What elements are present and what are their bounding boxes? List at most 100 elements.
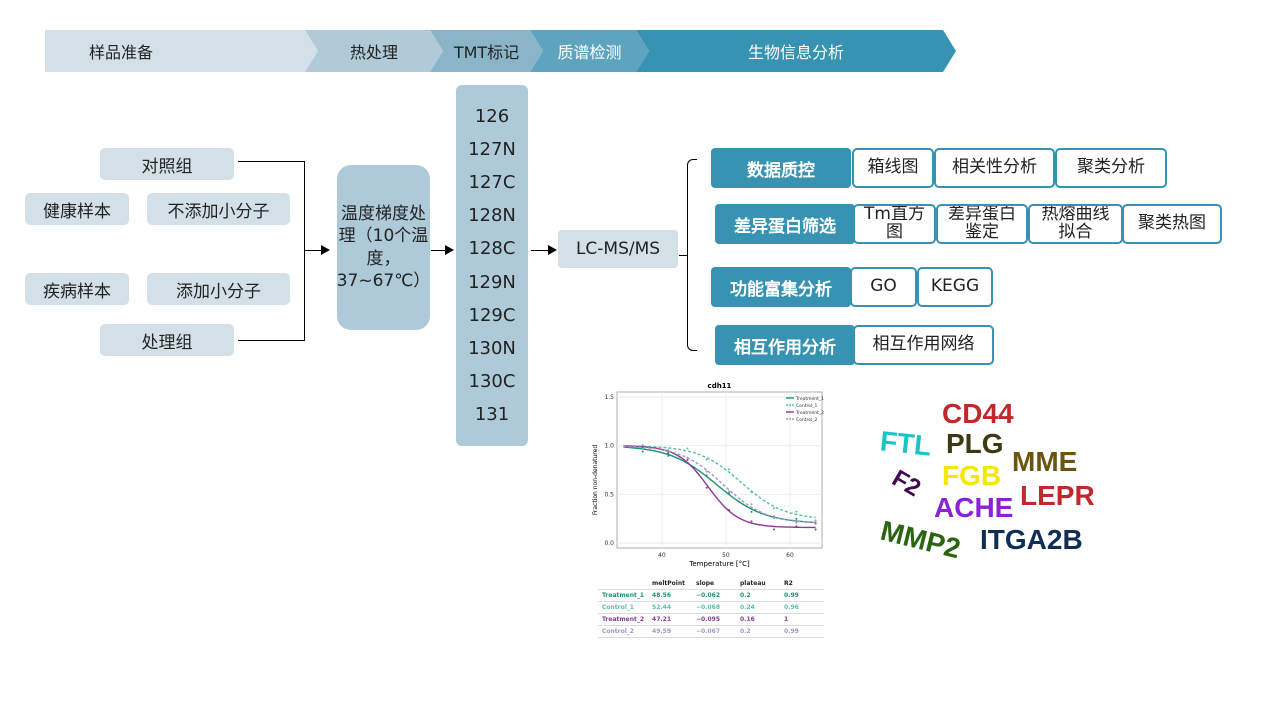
data-point [705, 474, 708, 477]
data-point [795, 510, 798, 513]
control-group: 对照组 [100, 148, 234, 180]
y-tick-label: 0.0 [604, 540, 614, 547]
table-header [598, 578, 649, 590]
bracket [687, 159, 697, 351]
tmt-label: 130C [468, 370, 516, 392]
legend-label: Control_1 [796, 403, 818, 409]
table-cell: 0.24 [736, 601, 781, 614]
data-point [641, 446, 644, 449]
step-label: TMT标记 [453, 43, 520, 62]
arrow-icon [548, 245, 557, 255]
plot-area [616, 391, 823, 549]
step-ms: 质谱检测 [530, 30, 649, 72]
x-tick-label: 60 [786, 552, 794, 559]
word-cloud-term: FGB [942, 460, 1002, 491]
data-point [814, 528, 817, 531]
word-cloud-term: F2 [887, 464, 926, 503]
add-molecule: 添加小分子 [147, 273, 290, 305]
data-point [814, 519, 817, 522]
data-point [795, 517, 798, 520]
table-header: R2 [780, 578, 825, 590]
x-tick-label: 40 [658, 552, 666, 559]
connector [531, 250, 549, 251]
data-point [641, 444, 644, 447]
step-label: 质谱检测 [557, 43, 622, 62]
y-axis-label: Fraction non-denatured [592, 445, 599, 515]
step-bioinfo: 生物信息分析 [636, 30, 956, 72]
lc-ms-box: LC-MS/MS [558, 230, 678, 268]
data-point [728, 508, 731, 511]
word-cloud-term: LEPR [1020, 480, 1095, 511]
word-cloud-term: ITGA2B [980, 524, 1083, 555]
analysis-item: Tm直方图 [853, 204, 936, 244]
data-point [750, 510, 753, 513]
tmt-label: 129C [468, 304, 516, 326]
data-point [772, 528, 775, 531]
x-tick-label: 50 [722, 552, 730, 559]
table-cell: 52.44 [648, 601, 693, 614]
data-point [728, 490, 731, 493]
analysis-item: KEGG [917, 267, 993, 307]
analysis-item: 聚类热图 [1122, 204, 1222, 244]
y-tick-label: 0.5 [604, 491, 614, 498]
data-point [667, 449, 670, 452]
step-label: 样品准备 [89, 43, 154, 62]
data-point [686, 456, 689, 459]
treatment-group: 处理组 [100, 324, 234, 356]
table-cell: −0.095 [692, 613, 737, 626]
data-point [772, 517, 775, 520]
analysis-item: 聚类分析 [1055, 148, 1167, 188]
table-cell: Treatment_1 [598, 589, 649, 602]
connector [431, 250, 446, 251]
step-label: 热处理 [349, 43, 398, 62]
step-heat: 热处理 [305, 30, 443, 72]
table-cell: 0.99 [780, 589, 825, 602]
analysis-item: 相关性分析 [934, 148, 1055, 188]
word-cloud-term: ACHE [934, 492, 1014, 523]
analysis-category: 差异蛋白筛选 [715, 204, 855, 244]
disease-sample: 疾病样本 [25, 273, 129, 305]
arrow-icon [321, 245, 330, 255]
analysis-category: 数据质控 [711, 148, 851, 188]
data-point [667, 454, 670, 457]
table-cell: Treatment_2 [598, 613, 649, 626]
analysis-item: 箱线图 [852, 148, 934, 188]
table-cell: 48.56 [648, 589, 693, 602]
data-point [667, 452, 670, 455]
word-cloud-term: CD44 [942, 398, 1014, 429]
connector [304, 161, 305, 341]
arrow-icon [445, 245, 454, 255]
data-point [686, 447, 689, 450]
word-cloud-term: FTL [878, 425, 933, 462]
table-header: slope [692, 578, 737, 590]
tmt-label: 128N [468, 205, 516, 227]
data-point [641, 450, 644, 453]
data-point [772, 507, 775, 510]
analysis-item: GO [850, 267, 917, 307]
chart-title: cdh11 [708, 382, 732, 390]
word-cloud-term: MME [1012, 446, 1078, 477]
x-axis-label: Temperature [°C] [688, 560, 750, 568]
table-cell: 49.59 [648, 625, 693, 638]
connector [305, 250, 323, 251]
connector [238, 161, 305, 162]
word-cloud-term: PLG [946, 428, 1004, 459]
data-point [814, 520, 817, 523]
connector [238, 340, 305, 341]
y-tick-label: 1.5 [604, 394, 614, 401]
table-cell: −0.067 [692, 625, 737, 638]
data-point [750, 503, 753, 506]
no-molecule: 不添加小分子 [147, 193, 290, 225]
legend-label: Control_2 [796, 417, 818, 423]
data-point [686, 458, 689, 461]
table-cell: −0.062 [692, 589, 737, 602]
table-cell: 0.96 [780, 601, 825, 614]
